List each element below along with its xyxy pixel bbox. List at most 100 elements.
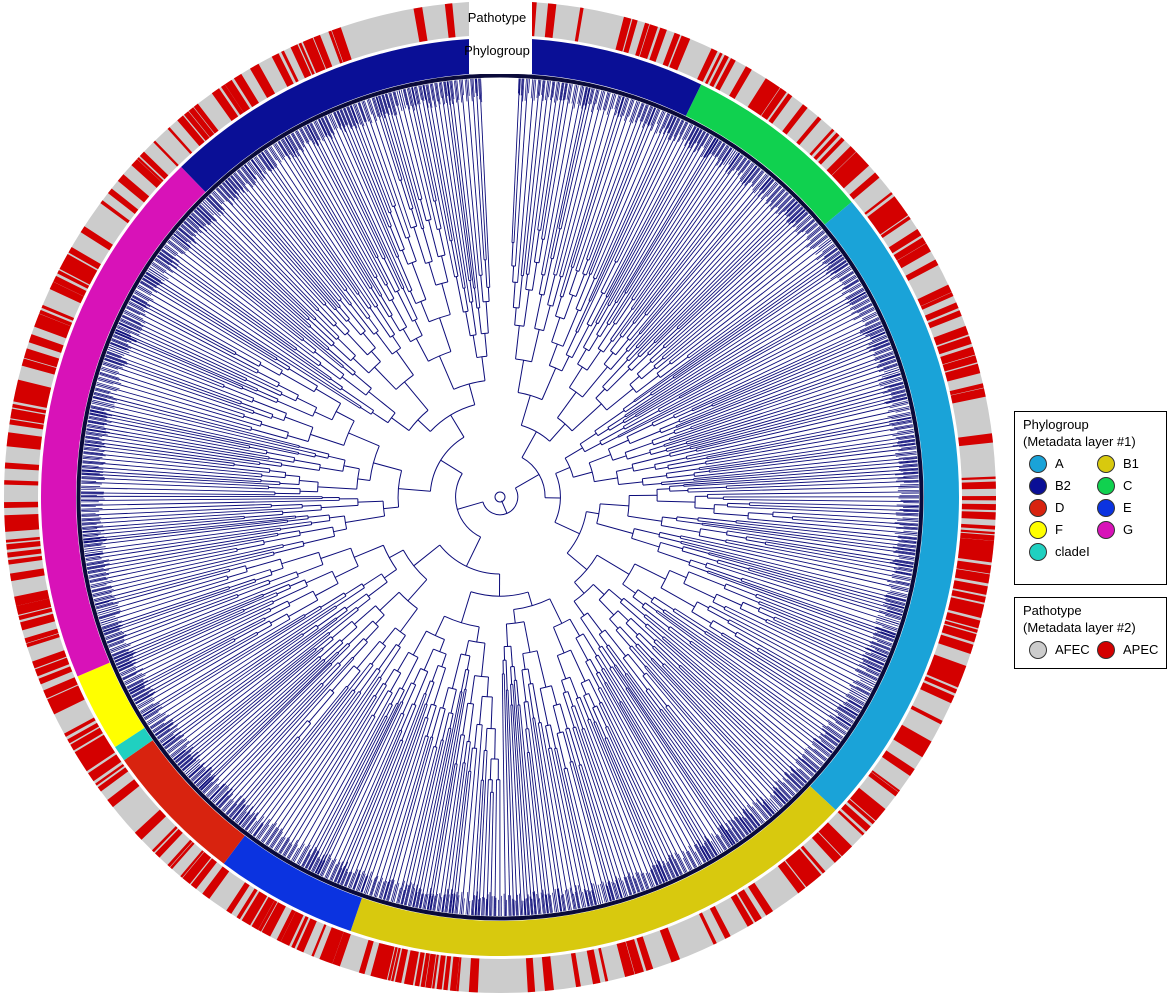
tree-tip <box>822 250 840 264</box>
pathotype-apec-tick <box>107 779 140 808</box>
tree-tip <box>725 822 739 842</box>
pathotype-apec-tick <box>10 408 46 424</box>
tree-tip <box>83 540 106 544</box>
tree-tip <box>548 81 551 98</box>
tree-branch <box>319 639 341 658</box>
tree-arc <box>553 273 557 276</box>
tree-branch <box>399 608 418 633</box>
legend-swatch-d <box>1029 498 1047 517</box>
tree-arc <box>279 370 283 376</box>
tree-tip <box>895 550 916 554</box>
legend-item-f: F <box>1029 520 1097 539</box>
tree-tip <box>415 888 420 908</box>
tree-tip <box>862 325 883 335</box>
tree-tip <box>862 654 885 665</box>
pathotype-apec-tick <box>616 941 635 977</box>
pathotype-apec-tick <box>53 275 87 297</box>
tree-branch <box>699 439 916 471</box>
tree-arc <box>556 731 564 734</box>
tree-tip <box>534 891 537 915</box>
tree-branch <box>707 491 919 495</box>
tree-tip <box>112 336 128 343</box>
tree-branch <box>113 335 242 390</box>
tree-tip <box>550 81 554 101</box>
tree-branch <box>471 780 482 916</box>
tree-tip <box>836 707 856 720</box>
tree-arc <box>680 541 682 544</box>
tree-branch <box>411 262 427 300</box>
tree-tip <box>796 214 811 228</box>
tree-tip <box>103 627 120 634</box>
tree-arc <box>288 584 292 589</box>
tree-tip <box>871 640 891 649</box>
tree-branch <box>302 703 391 867</box>
tree-tip <box>251 158 262 173</box>
tree-branch <box>235 353 260 367</box>
tree-tip <box>198 205 215 222</box>
pathotype-apec-tick <box>9 568 45 582</box>
tree-branch <box>758 610 775 619</box>
tree-branch <box>661 524 700 533</box>
tree-branch <box>122 315 283 393</box>
tree-branch <box>707 570 895 638</box>
tree-branch <box>87 424 270 458</box>
tree-branch <box>89 550 238 583</box>
tree-branch <box>501 500 508 514</box>
tree-branch <box>555 296 562 317</box>
tree-branch <box>98 578 229 619</box>
tree-arc <box>686 355 690 359</box>
tree-arc <box>363 638 368 643</box>
tree-tip <box>825 259 846 274</box>
tree-tip <box>737 159 750 176</box>
tree-branch <box>649 445 665 451</box>
tree-branch <box>625 622 638 636</box>
tree-tip <box>398 90 405 111</box>
tree-arc <box>329 377 332 381</box>
tree-branch <box>118 600 273 672</box>
tree-arc <box>336 651 339 654</box>
tree-tip <box>717 144 728 160</box>
tree-tip <box>376 877 383 898</box>
tree-branch <box>631 147 732 299</box>
tree-branch <box>611 666 628 689</box>
tree-tip <box>802 753 820 769</box>
tree-branch <box>612 157 747 342</box>
tree-tip <box>168 239 186 254</box>
tree-tip <box>89 576 106 581</box>
tree-branch <box>569 618 581 637</box>
tree-tip <box>142 277 157 287</box>
tree-branch <box>85 436 260 463</box>
pathotype-apec-tick <box>729 66 752 99</box>
tree-branch <box>449 713 454 729</box>
tree-branch <box>99 372 244 419</box>
tree-branch <box>244 164 352 305</box>
tree-branch <box>532 718 562 912</box>
tree-tip <box>828 723 846 736</box>
tree-tip <box>384 93 390 109</box>
tree-branch <box>619 702 712 860</box>
tree-tip <box>513 899 515 916</box>
tree-arc <box>550 257 554 260</box>
tree-tip <box>890 587 909 593</box>
tree-branch <box>333 528 347 533</box>
tree-tip <box>199 776 213 790</box>
tree-tip <box>745 808 760 827</box>
tree-tip <box>826 258 845 271</box>
tree-arc <box>643 614 647 617</box>
tree-branch <box>344 740 404 887</box>
tree-tip <box>521 900 524 916</box>
tree-tip <box>540 892 544 914</box>
tree-branch <box>513 609 516 624</box>
tree-branch <box>164 245 322 364</box>
tree-tip <box>883 381 903 388</box>
tree-branch <box>202 201 340 338</box>
tree-tip <box>117 325 140 336</box>
tree-tip <box>350 869 359 889</box>
tree-tip <box>113 334 132 343</box>
tree-tip <box>392 91 397 106</box>
tree-branch <box>691 356 895 430</box>
tree-branch <box>604 124 692 295</box>
tree-branch <box>137 618 291 708</box>
tree-branch <box>638 177 772 334</box>
tree-branch <box>103 588 230 633</box>
